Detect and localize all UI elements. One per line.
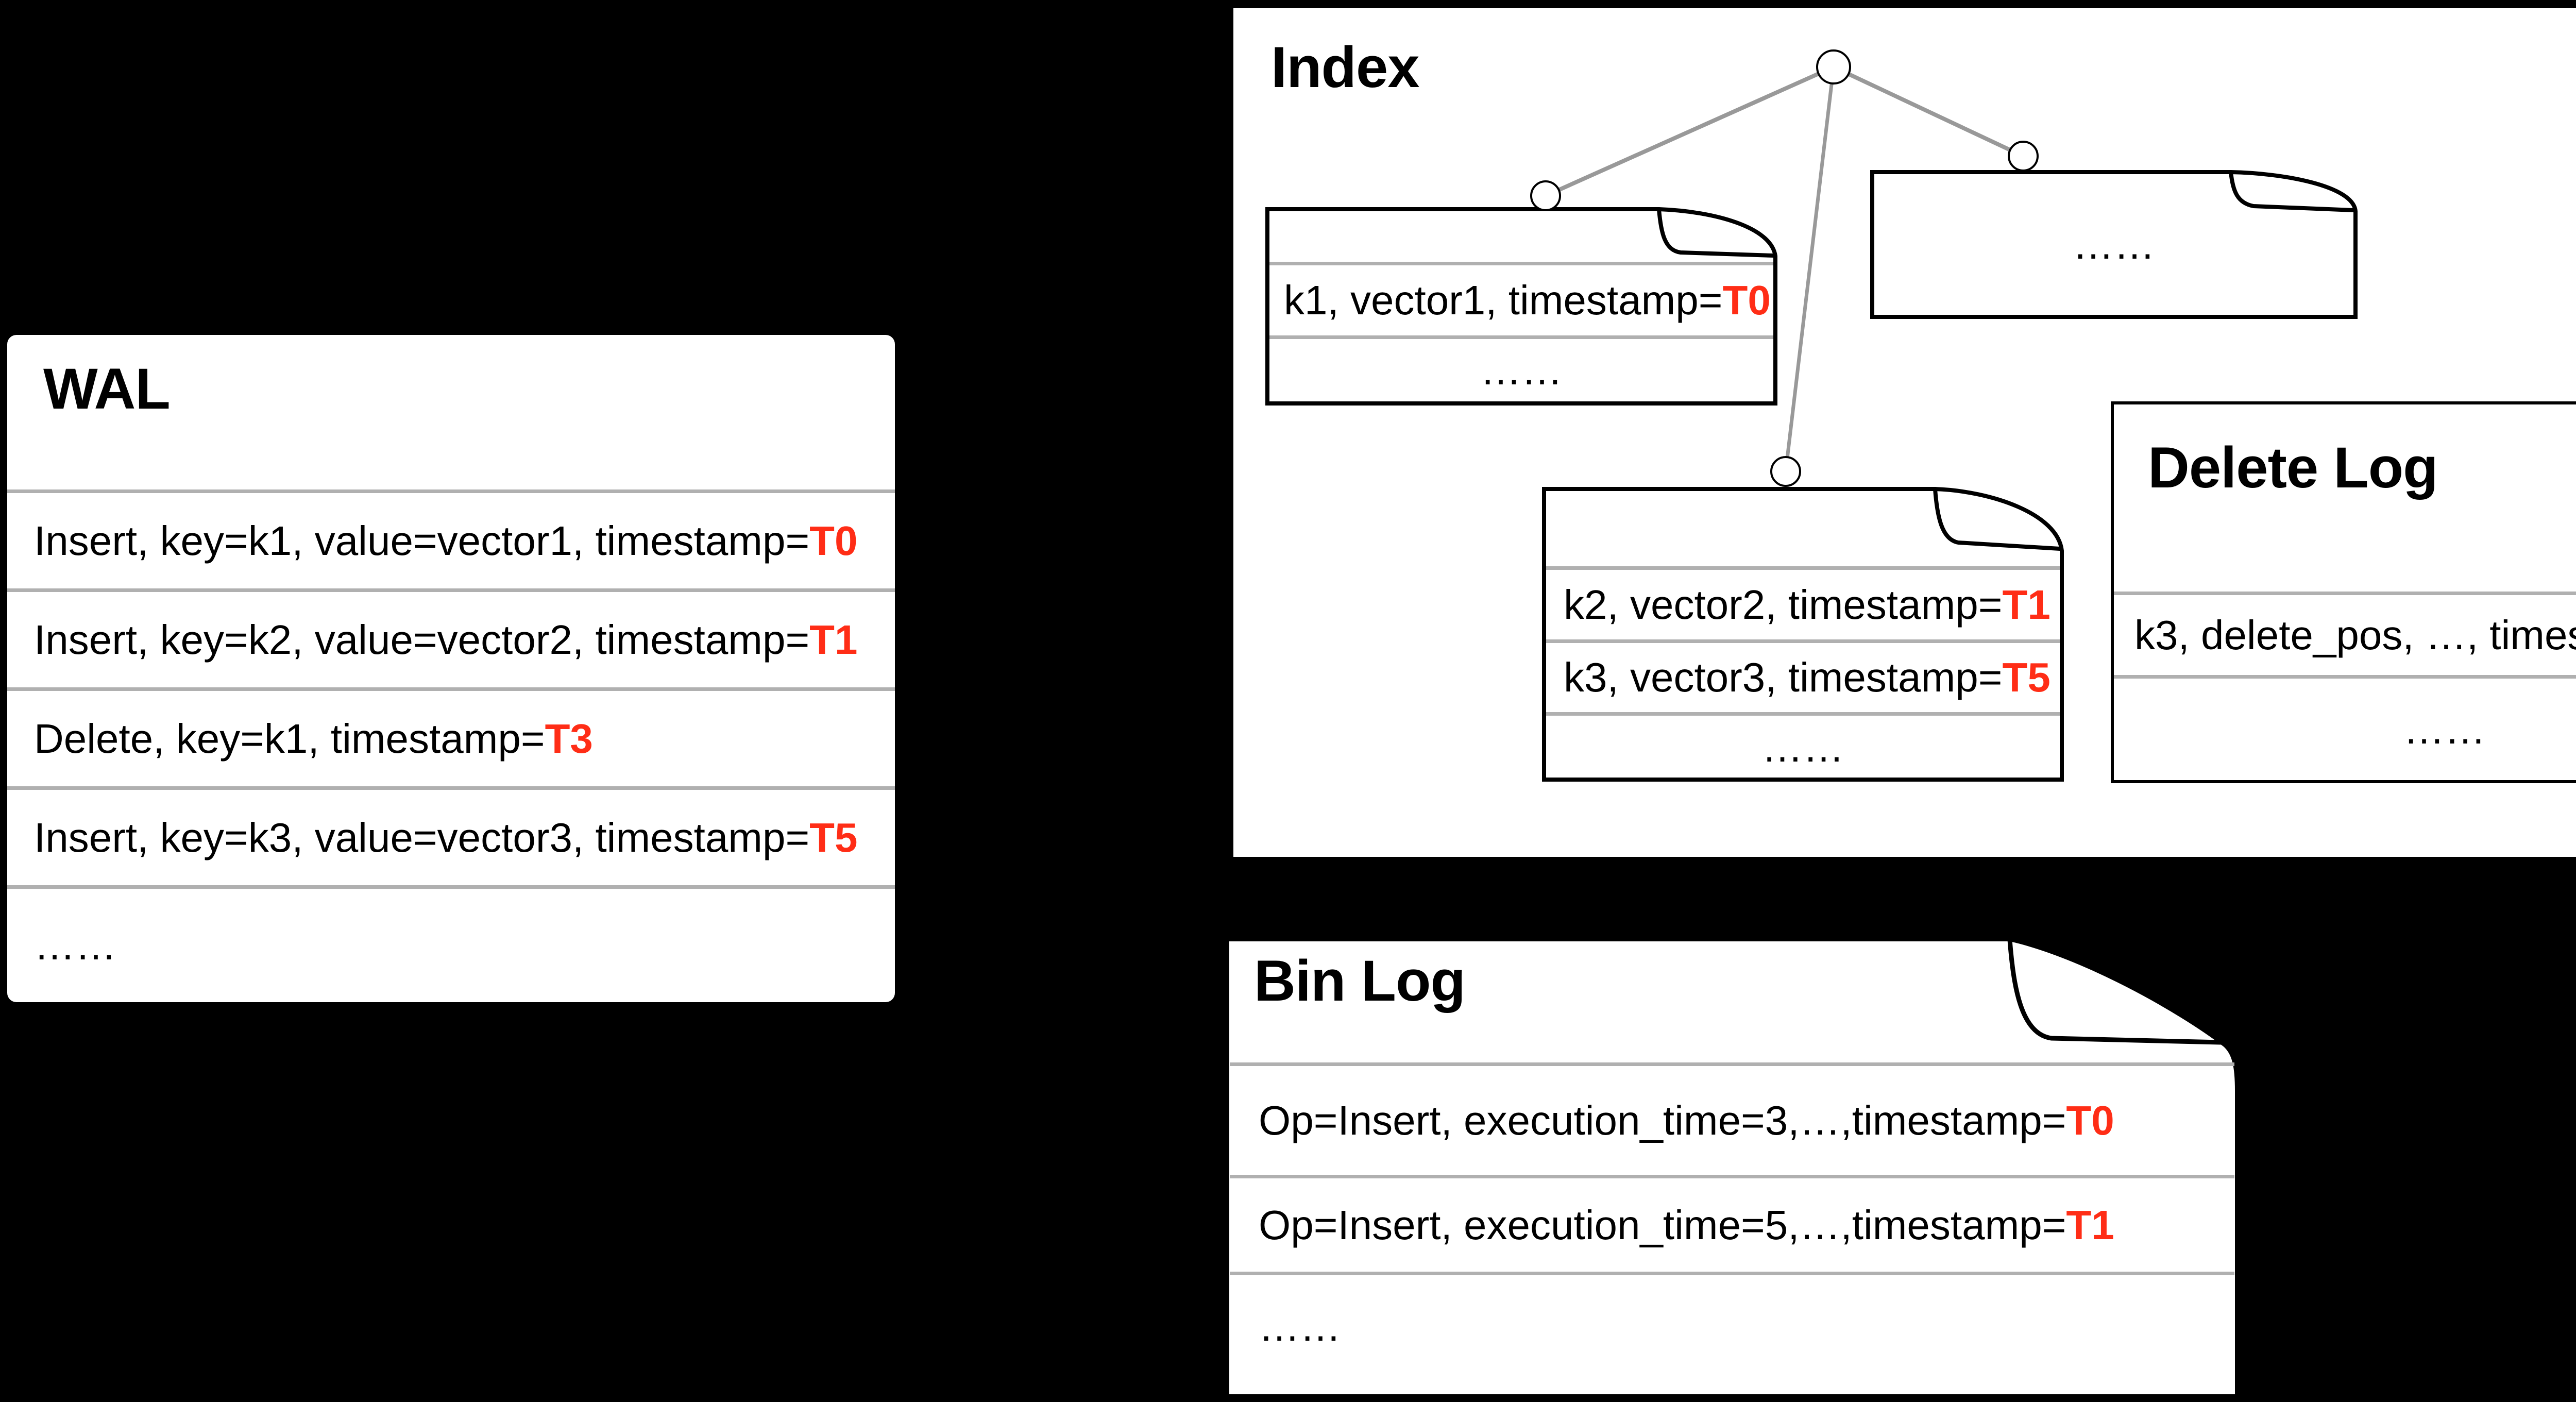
log-entry-text: k3, vector3, timestamp=T5 — [1564, 654, 2050, 701]
log-entry-body: Delete, key=k1, timestamp= — [34, 715, 545, 762]
log-entry-text: Delete, key=k1, timestamp=T3 — [34, 715, 593, 763]
log-entry-body: k2, vector2, timestamp= — [1564, 581, 2003, 628]
document-shape — [1226, 938, 2238, 1397]
log-entry-text: Op=Insert, execution_time=3,…,timestamp=… — [1259, 1097, 2114, 1144]
log-entry-text: Op=Insert, execution_time=5,…,timestamp=… — [1259, 1202, 2114, 1249]
segment-divider — [1546, 712, 2060, 716]
bin-log-divider — [1230, 1175, 2234, 1178]
ellipsis-text: …… — [1761, 724, 1844, 770]
wal-divider — [7, 786, 895, 790]
document-outline — [1226, 938, 2238, 1397]
delete-log-ellipsis-row: …… — [2115, 679, 2576, 780]
ellipsis-text: …… — [2073, 221, 2155, 267]
log-entry-text: k3, delete_pos, …, timestamp=T3 — [2134, 612, 2576, 659]
segment-row: k2, vector2, timestamp=T1 — [1546, 570, 2060, 639]
index-segment-left-doc: k1, vector1, timestamp=T0 …… — [1265, 207, 1777, 406]
wal-divider — [7, 885, 895, 889]
log-entry-text: Insert, key=k2, value=vector2, timestamp… — [34, 616, 858, 664]
delete-log-divider — [2114, 675, 2576, 679]
bin-log-doc: Bin Log Op=Insert, execution_time=3,…,ti… — [1226, 938, 2238, 1397]
timestamp-value: T1 — [2002, 581, 2050, 628]
wal-panel: WAL Insert, key=k1, value=vector1, times… — [7, 335, 895, 1002]
log-entry-text: Insert, key=k3, value=vector3, timestamp… — [34, 814, 858, 862]
ellipsis-text: …… — [1480, 347, 1563, 393]
timestamp-value: T5 — [2002, 654, 2050, 700]
segment-ellipsis-row: …… — [1269, 339, 1773, 401]
log-entry-body: Op=Insert, execution_time=5,…,timestamp= — [1259, 1202, 2066, 1248]
wal-divider — [7, 687, 895, 691]
index-panel: Index k1, vector1, timestamp=T0 …… …… — [1233, 8, 2576, 857]
wal-divider — [7, 489, 895, 493]
wal-ellipsis-row: …… — [7, 889, 895, 1002]
tree-node-icon — [1770, 456, 1801, 487]
segment-ellipsis-row: …… — [1874, 174, 2353, 315]
tree-root-node-icon — [1816, 49, 1851, 85]
tree-node-icon — [2008, 141, 2039, 172]
log-entry-body: k1, vector1, timestamp= — [1284, 277, 1723, 323]
folded-corner-icon — [1657, 207, 1775, 258]
segment-divider — [1546, 566, 2060, 570]
folded-corner-icon — [1933, 487, 2062, 551]
tree-edge — [1833, 65, 2024, 158]
bin-log-divider — [1230, 1272, 2234, 1275]
segment-ellipsis-row: …… — [1546, 716, 2060, 780]
log-entry-text: k1, vector1, timestamp=T0 — [1284, 277, 1771, 324]
wal-log-row: Insert, key=k1, value=vector1, timestamp… — [7, 493, 895, 588]
timestamp-value: T5 — [809, 814, 858, 860]
segment-divider — [1269, 335, 1773, 339]
bin-log-title: Bin Log — [1254, 949, 1466, 1013]
segment-divider — [1546, 639, 2060, 643]
folded-corner-icon — [2229, 170, 2355, 212]
timestamp-value: T0 — [809, 517, 858, 564]
ellipsis-text: …… — [2403, 706, 2486, 752]
log-entry-body: Insert, key=k2, value=vector2, timestamp… — [34, 616, 810, 663]
bin-log-row: Op=Insert, execution_time=3,…,timestamp=… — [1230, 1066, 2234, 1175]
log-entry-body: Insert, key=k3, value=vector3, timestamp… — [34, 814, 810, 860]
bin-log-ellipsis-row: …… — [1230, 1275, 2234, 1378]
delete-log-doc: Delete Log k3, delete_pos, …, timestamp=… — [2111, 401, 2576, 783]
wal-title: WAL — [43, 357, 171, 421]
wal-log-row: Insert, key=k2, value=vector2, timestamp… — [7, 592, 895, 687]
document-outline — [1870, 170, 2358, 319]
segment-row: k3, vector3, timestamp=T5 — [1546, 643, 2060, 712]
segment-row: k1, vector1, timestamp=T0 — [1269, 265, 1773, 335]
timestamp-value: T0 — [1722, 277, 1771, 323]
log-entry-body: k3, vector3, timestamp= — [1564, 654, 2003, 700]
timestamp-value: T1 — [2066, 1202, 2114, 1248]
wal-log-row: Delete, key=k1, timestamp=T3 — [7, 691, 895, 786]
wal-log-row: Insert, key=k3, value=vector3, timestamp… — [7, 790, 895, 885]
log-entry-body: Op=Insert, execution_time=3,…,timestamp= — [1259, 1097, 2066, 1143]
tree-edge — [1784, 66, 1836, 472]
document-shape — [1542, 487, 2064, 782]
index-title: Index — [1271, 35, 1420, 99]
segment-divider — [1269, 262, 1773, 265]
bin-log-divider — [1230, 1062, 2234, 1066]
document-shape — [1265, 207, 1777, 406]
wal-divider — [7, 588, 895, 592]
document-shape — [1870, 170, 2358, 319]
index-segment-middle-doc: k2, vector2, timestamp=T1 k3, vector3, t… — [1542, 487, 2064, 782]
index-segment-right-doc: …… — [1870, 170, 2358, 319]
timestamp-value: T1 — [809, 616, 858, 663]
timestamp-value: T3 — [545, 715, 593, 762]
bin-log-row: Op=Insert, execution_time=5,…,timestamp=… — [1230, 1178, 2234, 1272]
tree-edge — [1545, 65, 1835, 198]
ellipsis-text: …… — [34, 922, 116, 968]
delete-log-row: k3, delete_pos, …, timestamp=T3 — [2115, 595, 2576, 675]
delete-log-divider — [2114, 592, 2576, 595]
tree-node-icon — [1530, 180, 1561, 211]
document-outline — [1265, 207, 1777, 406]
timestamp-value: T0 — [2066, 1097, 2114, 1143]
folded-corner-icon — [2007, 938, 2223, 1045]
log-entry-text: k2, vector2, timestamp=T1 — [1564, 581, 2050, 629]
log-entry-body: Insert, key=k1, value=vector1, timestamp… — [34, 517, 810, 564]
log-entry-text: Insert, key=k1, value=vector1, timestamp… — [34, 517, 858, 565]
delete-log-title: Delete Log — [2148, 435, 2438, 500]
document-outline — [1542, 487, 2064, 782]
ellipsis-text: …… — [1259, 1304, 1341, 1349]
log-entry-body: k3, delete_pos, …, timestamp= — [2134, 612, 2576, 658]
